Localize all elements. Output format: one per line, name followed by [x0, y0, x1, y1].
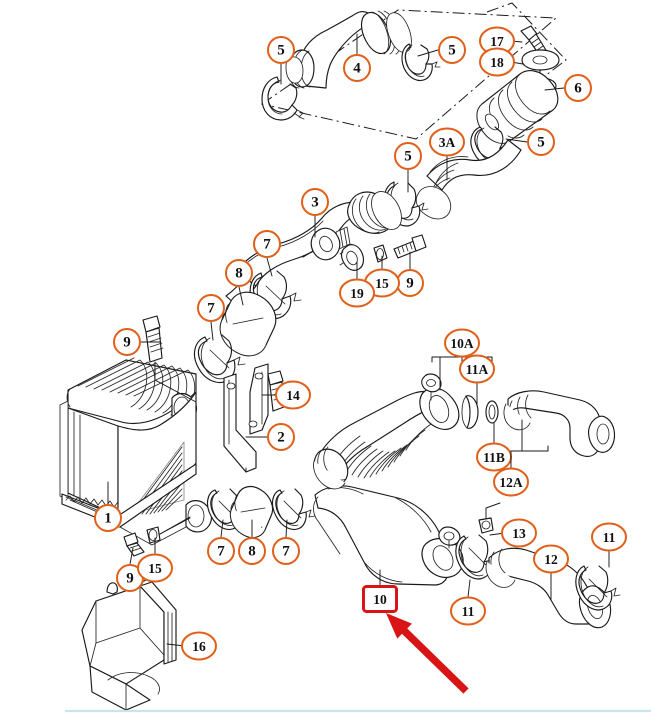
part-15-washer-lower: [146, 517, 191, 544]
part-8-sleeve-upper: [219, 291, 277, 357]
part-9-bolt-lower: [123, 532, 145, 557]
part-11B-oring: [485, 400, 499, 424]
part-3A-pipe: [415, 139, 522, 220]
part-16-air-guide: [81, 570, 177, 711]
part-5-clamp-topright: [401, 43, 441, 82]
leader-15-to-boss: [159, 516, 191, 535]
part-6-hose: [476, 70, 559, 144]
phantom-outline-top: [260, 9, 558, 140]
part-15-washer-upper: [373, 244, 388, 263]
part-4-top-hose: [285, 10, 412, 89]
part-7-clamp-bottom-right: [271, 488, 316, 531]
part-14-bolt: [267, 370, 286, 412]
part-11A-ring: [461, 395, 479, 429]
part-1-intercooler: [59, 357, 213, 546]
part-19-fitting: [339, 244, 365, 271]
part-10-lower-pipe: [313, 485, 464, 586]
part-7-clamp-left: [193, 334, 246, 384]
part-12A-hose: [503, 390, 616, 457]
part-9-bolt-upper: [393, 234, 427, 259]
part-8-sleeve-bottom: [229, 485, 274, 539]
part-11-clamp-right: [575, 565, 621, 611]
part-2-bracket: [223, 363, 269, 473]
part-5-clamp-topleft: [261, 76, 305, 121]
part-10A-pipe: [313, 373, 460, 490]
part-12-hose: [485, 547, 612, 629]
part-13-nut: [478, 502, 501, 534]
part-11-clamp-left: [455, 534, 501, 580]
part-9-bolt-left: [142, 315, 197, 403]
